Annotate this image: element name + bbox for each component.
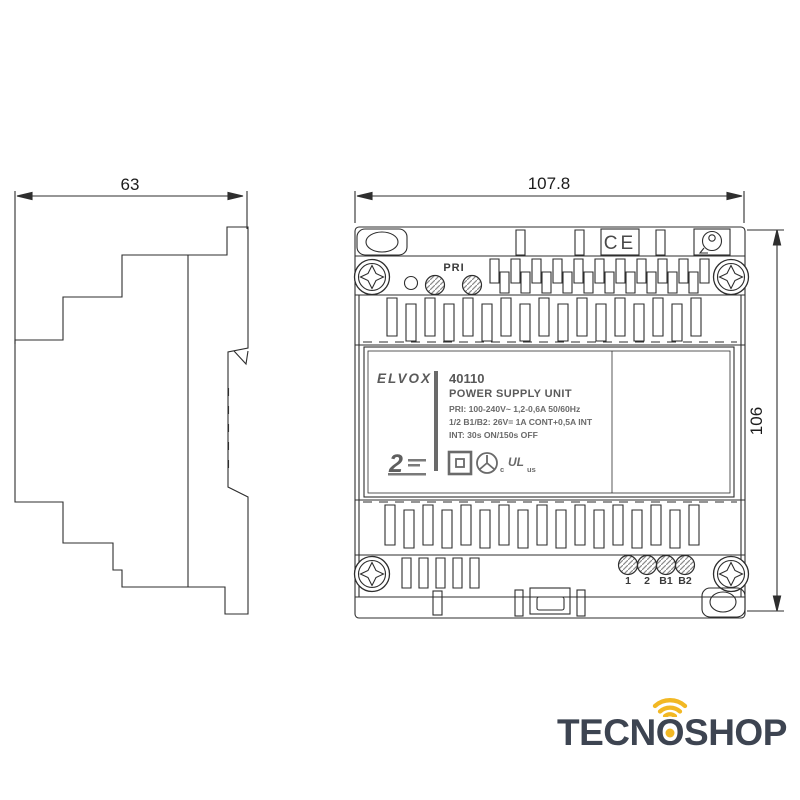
due-fili-logo: 2 [388, 450, 426, 478]
wifi-arcs-icon [652, 698, 688, 717]
ul-prefix: c [500, 465, 504, 474]
weee-symbol-icon [693, 228, 731, 256]
front-height-dimension: 106 [747, 229, 784, 612]
logo-o-dot [665, 728, 675, 738]
enec-icon [476, 452, 498, 474]
upper-vent-slots-row-b [499, 271, 699, 294]
front-height-label: 106 [747, 407, 766, 435]
logo-o: O [652, 698, 688, 755]
terminal-1 [617, 554, 639, 576]
corner-screw-bottom-left [353, 555, 391, 593]
dim-arrow-right [726, 191, 743, 201]
label-divider-bar [434, 371, 438, 471]
corner-screw-bottom-right [712, 555, 750, 593]
terminal-label-2: 2 [644, 575, 650, 587]
bottom-strip-slots [401, 557, 480, 589]
corner-screw-top-right [712, 258, 750, 296]
terminal-label-1: 1 [625, 575, 631, 587]
pri-label: PRI [443, 262, 464, 274]
side-profile-outline [14, 226, 249, 615]
brand-logo-text: ELVOX [377, 371, 432, 386]
product-name: POWER SUPPLY UNIT [449, 388, 572, 400]
front-view: 107.8 106 CE [353, 174, 784, 619]
logo-text-part-2: SHOP [684, 712, 787, 753]
spec-line-1: PRI: 100-240V~ 1,2-0,6A 50/60Hz [449, 404, 580, 414]
dim-arrow-right [227, 191, 244, 201]
ul-mark: c UL us [500, 455, 536, 474]
terminal-2 [636, 554, 658, 576]
ce-mark: CE [604, 233, 636, 254]
vent-band-top [386, 297, 702, 342]
corner-screw-top-left [353, 258, 391, 296]
dim-arrow-top [772, 229, 782, 246]
top-rail-slots [515, 229, 666, 256]
dim-arrow-bottom [772, 595, 782, 612]
led-hole [403, 275, 419, 291]
spec-line-3: INT: 30s ON/150s OFF [449, 430, 538, 440]
ce-mark-panel [600, 228, 640, 256]
model-number: 40110 [449, 371, 484, 386]
ul-letters: UL [508, 455, 524, 469]
dim-arrow-left [16, 191, 33, 201]
side-view: 63 [14, 175, 249, 615]
spec-line-2: 1/2 B1/B2: 26V= 1A CONT+0,5A INT [449, 417, 593, 427]
secondary-terminal-strip: 1 2 B1 B2 [353, 554, 750, 593]
mounting-oval-hole-bottom [709, 591, 737, 613]
rating-label: ELVOX 40110 POWER SUPPLY UNIT PRI: 100-2… [363, 346, 735, 498]
primary-terminal-strip: PRI [353, 258, 750, 296]
side-width-label: 63 [121, 175, 140, 194]
pri-terminal-1 [424, 274, 446, 296]
mounting-oval-hole [365, 231, 399, 253]
class-ii-icon [447, 450, 473, 476]
terminal-label-b2: B2 [678, 575, 692, 587]
device-body [354, 226, 746, 619]
terminal-b2 [674, 554, 696, 576]
vent-band-bottom [384, 504, 700, 549]
upper-vent-slots-row-a [489, 258, 710, 284]
tecnoshop-logo: TECN O SHOP [557, 698, 787, 755]
terminal-b1 [655, 554, 677, 576]
ul-suffix: us [527, 465, 536, 474]
mounting-slot-panel [356, 228, 408, 256]
pri-terminal-2 [461, 274, 483, 296]
due-fili-number: 2 [388, 450, 403, 478]
front-width-dimension: 107.8 [354, 174, 745, 223]
din-notch [233, 350, 249, 366]
top-rail: CE [356, 228, 731, 256]
side-width-dimension: 63 [14, 175, 248, 344]
mounting-slot-panel-bottom [701, 587, 746, 618]
bottom-rail [432, 587, 746, 618]
front-width-label: 107.8 [528, 174, 571, 193]
din-release-clip [529, 587, 571, 615]
dim-arrow-left [356, 191, 373, 201]
terminal-label-b1: B1 [659, 575, 673, 587]
logo-text-part-1: TECN [557, 712, 656, 753]
